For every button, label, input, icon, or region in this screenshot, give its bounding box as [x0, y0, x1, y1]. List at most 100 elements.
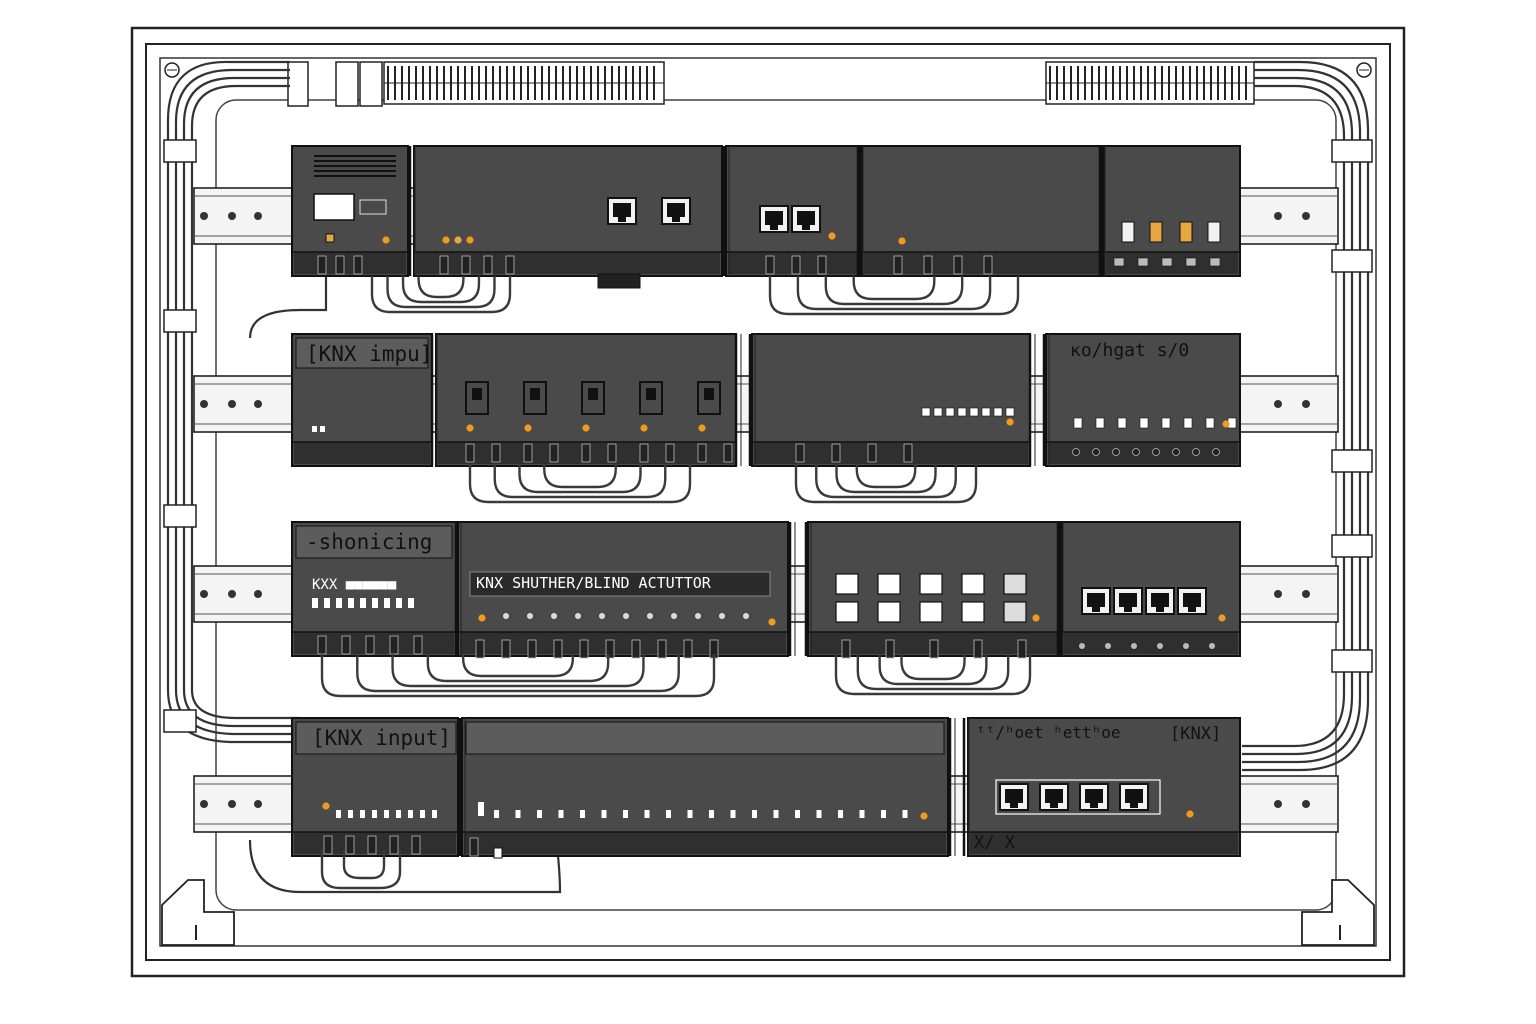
rail-screw-hole — [1274, 800, 1282, 808]
cable-connector — [885, 639, 895, 659]
screw-icon — [1356, 62, 1372, 78]
cable — [855, 464, 917, 489]
rail-screw-hole — [1302, 590, 1310, 598]
rail-screw-hole — [1274, 590, 1282, 598]
cable-connector — [491, 443, 501, 463]
cable-connector — [469, 837, 479, 857]
terminal-screw — [1183, 417, 1193, 429]
cable-connector — [505, 255, 515, 275]
status-led-icon — [582, 424, 590, 432]
rail-screw-hole — [254, 212, 262, 220]
port-socket — [1045, 789, 1063, 803]
rj45-port-icon — [791, 205, 821, 233]
cable-connector — [483, 255, 493, 275]
cable-connector — [475, 639, 485, 659]
cable-connector — [723, 443, 733, 463]
top-terminal-strip-right — [1045, 61, 1255, 105]
terminal-screw — [360, 598, 366, 608]
row4-bottom-marks: X/ X — [974, 833, 1016, 853]
cable-connector — [527, 639, 537, 659]
port-latch — [1050, 803, 1058, 808]
cable-connector — [411, 835, 421, 855]
terminal-screw — [687, 810, 693, 818]
module-terminal-band — [294, 442, 430, 464]
cable — [834, 654, 1032, 696]
patch-cable-loop — [370, 276, 512, 314]
rail-screw-hole — [200, 590, 208, 598]
status-led-icon — [312, 426, 317, 432]
port-latch — [618, 217, 626, 222]
cable-connector — [317, 255, 327, 275]
cable — [356, 654, 680, 693]
terminal-screw — [1139, 417, 1149, 429]
module-terminal-band — [754, 442, 1028, 464]
status-led-icon — [698, 424, 706, 432]
cable-connector — [605, 639, 615, 659]
terminal-screw — [1117, 417, 1127, 429]
cable — [852, 276, 936, 301]
cable-clip — [163, 139, 197, 163]
terminal-screw — [1183, 643, 1189, 649]
terminal-screw — [1152, 448, 1160, 456]
terminal-screw — [1161, 257, 1173, 267]
terminal-screw — [396, 598, 402, 608]
label-area — [295, 337, 429, 369]
top-terminal-strip-left — [287, 61, 665, 107]
toggle-icon — [1121, 221, 1135, 243]
cable-connector — [765, 255, 775, 275]
binary-input-module — [751, 333, 1031, 467]
port-latch — [770, 225, 778, 230]
cable — [493, 464, 667, 499]
terminal-screw — [551, 613, 557, 619]
port-socket — [1005, 789, 1023, 803]
input-module-2 — [291, 717, 459, 857]
terminal-screw — [719, 613, 725, 619]
port-latch — [1130, 803, 1138, 808]
terminal-screw — [1072, 448, 1080, 456]
port-latch — [672, 217, 680, 222]
rj45-port-icon — [759, 205, 789, 233]
module-terminal-band — [970, 832, 1238, 854]
status-led-icon — [1186, 810, 1194, 818]
relay-channel-icon — [465, 381, 501, 463]
cable-connector — [465, 443, 475, 463]
port-socket — [1085, 789, 1103, 803]
cable-connector — [697, 443, 707, 463]
label-area — [469, 571, 771, 597]
sensing-module — [291, 521, 457, 657]
terminal-screw — [348, 810, 353, 818]
label-area — [465, 721, 945, 755]
cable — [386, 276, 496, 309]
terminal-screw — [730, 810, 736, 818]
cable — [468, 464, 692, 504]
cable-connector — [581, 443, 591, 463]
ethernet-switch-module-2 — [967, 717, 1241, 857]
terminal-screw — [1131, 643, 1137, 649]
status-led-icon — [1222, 420, 1230, 428]
rj45-port-icon — [1039, 783, 1069, 811]
port-socket — [797, 211, 815, 225]
rail-screw-hole — [1302, 400, 1310, 408]
patch-cable-loop — [768, 276, 1020, 316]
cable — [342, 850, 386, 880]
terminal-screw — [623, 810, 628, 818]
terminal-screw — [599, 613, 605, 619]
cable-connector — [973, 639, 983, 659]
terminal-screw — [601, 810, 607, 818]
rail-screw-hole — [200, 400, 208, 408]
rail-screw-hole — [200, 800, 208, 808]
cable-clip — [163, 709, 197, 733]
rj45-port-icon — [1177, 587, 1207, 615]
cable-connector — [639, 443, 649, 463]
terminal-screw — [408, 598, 414, 608]
terminal-screw — [384, 598, 390, 608]
cable-connector — [553, 639, 563, 659]
terminal-screw — [432, 810, 437, 818]
cable-connector — [831, 443, 841, 463]
status-led-icon — [478, 614, 486, 622]
cable-clip — [1331, 249, 1373, 273]
status-led-icon — [898, 237, 906, 245]
cable-clip — [163, 504, 197, 528]
terminal-screw — [396, 810, 401, 818]
